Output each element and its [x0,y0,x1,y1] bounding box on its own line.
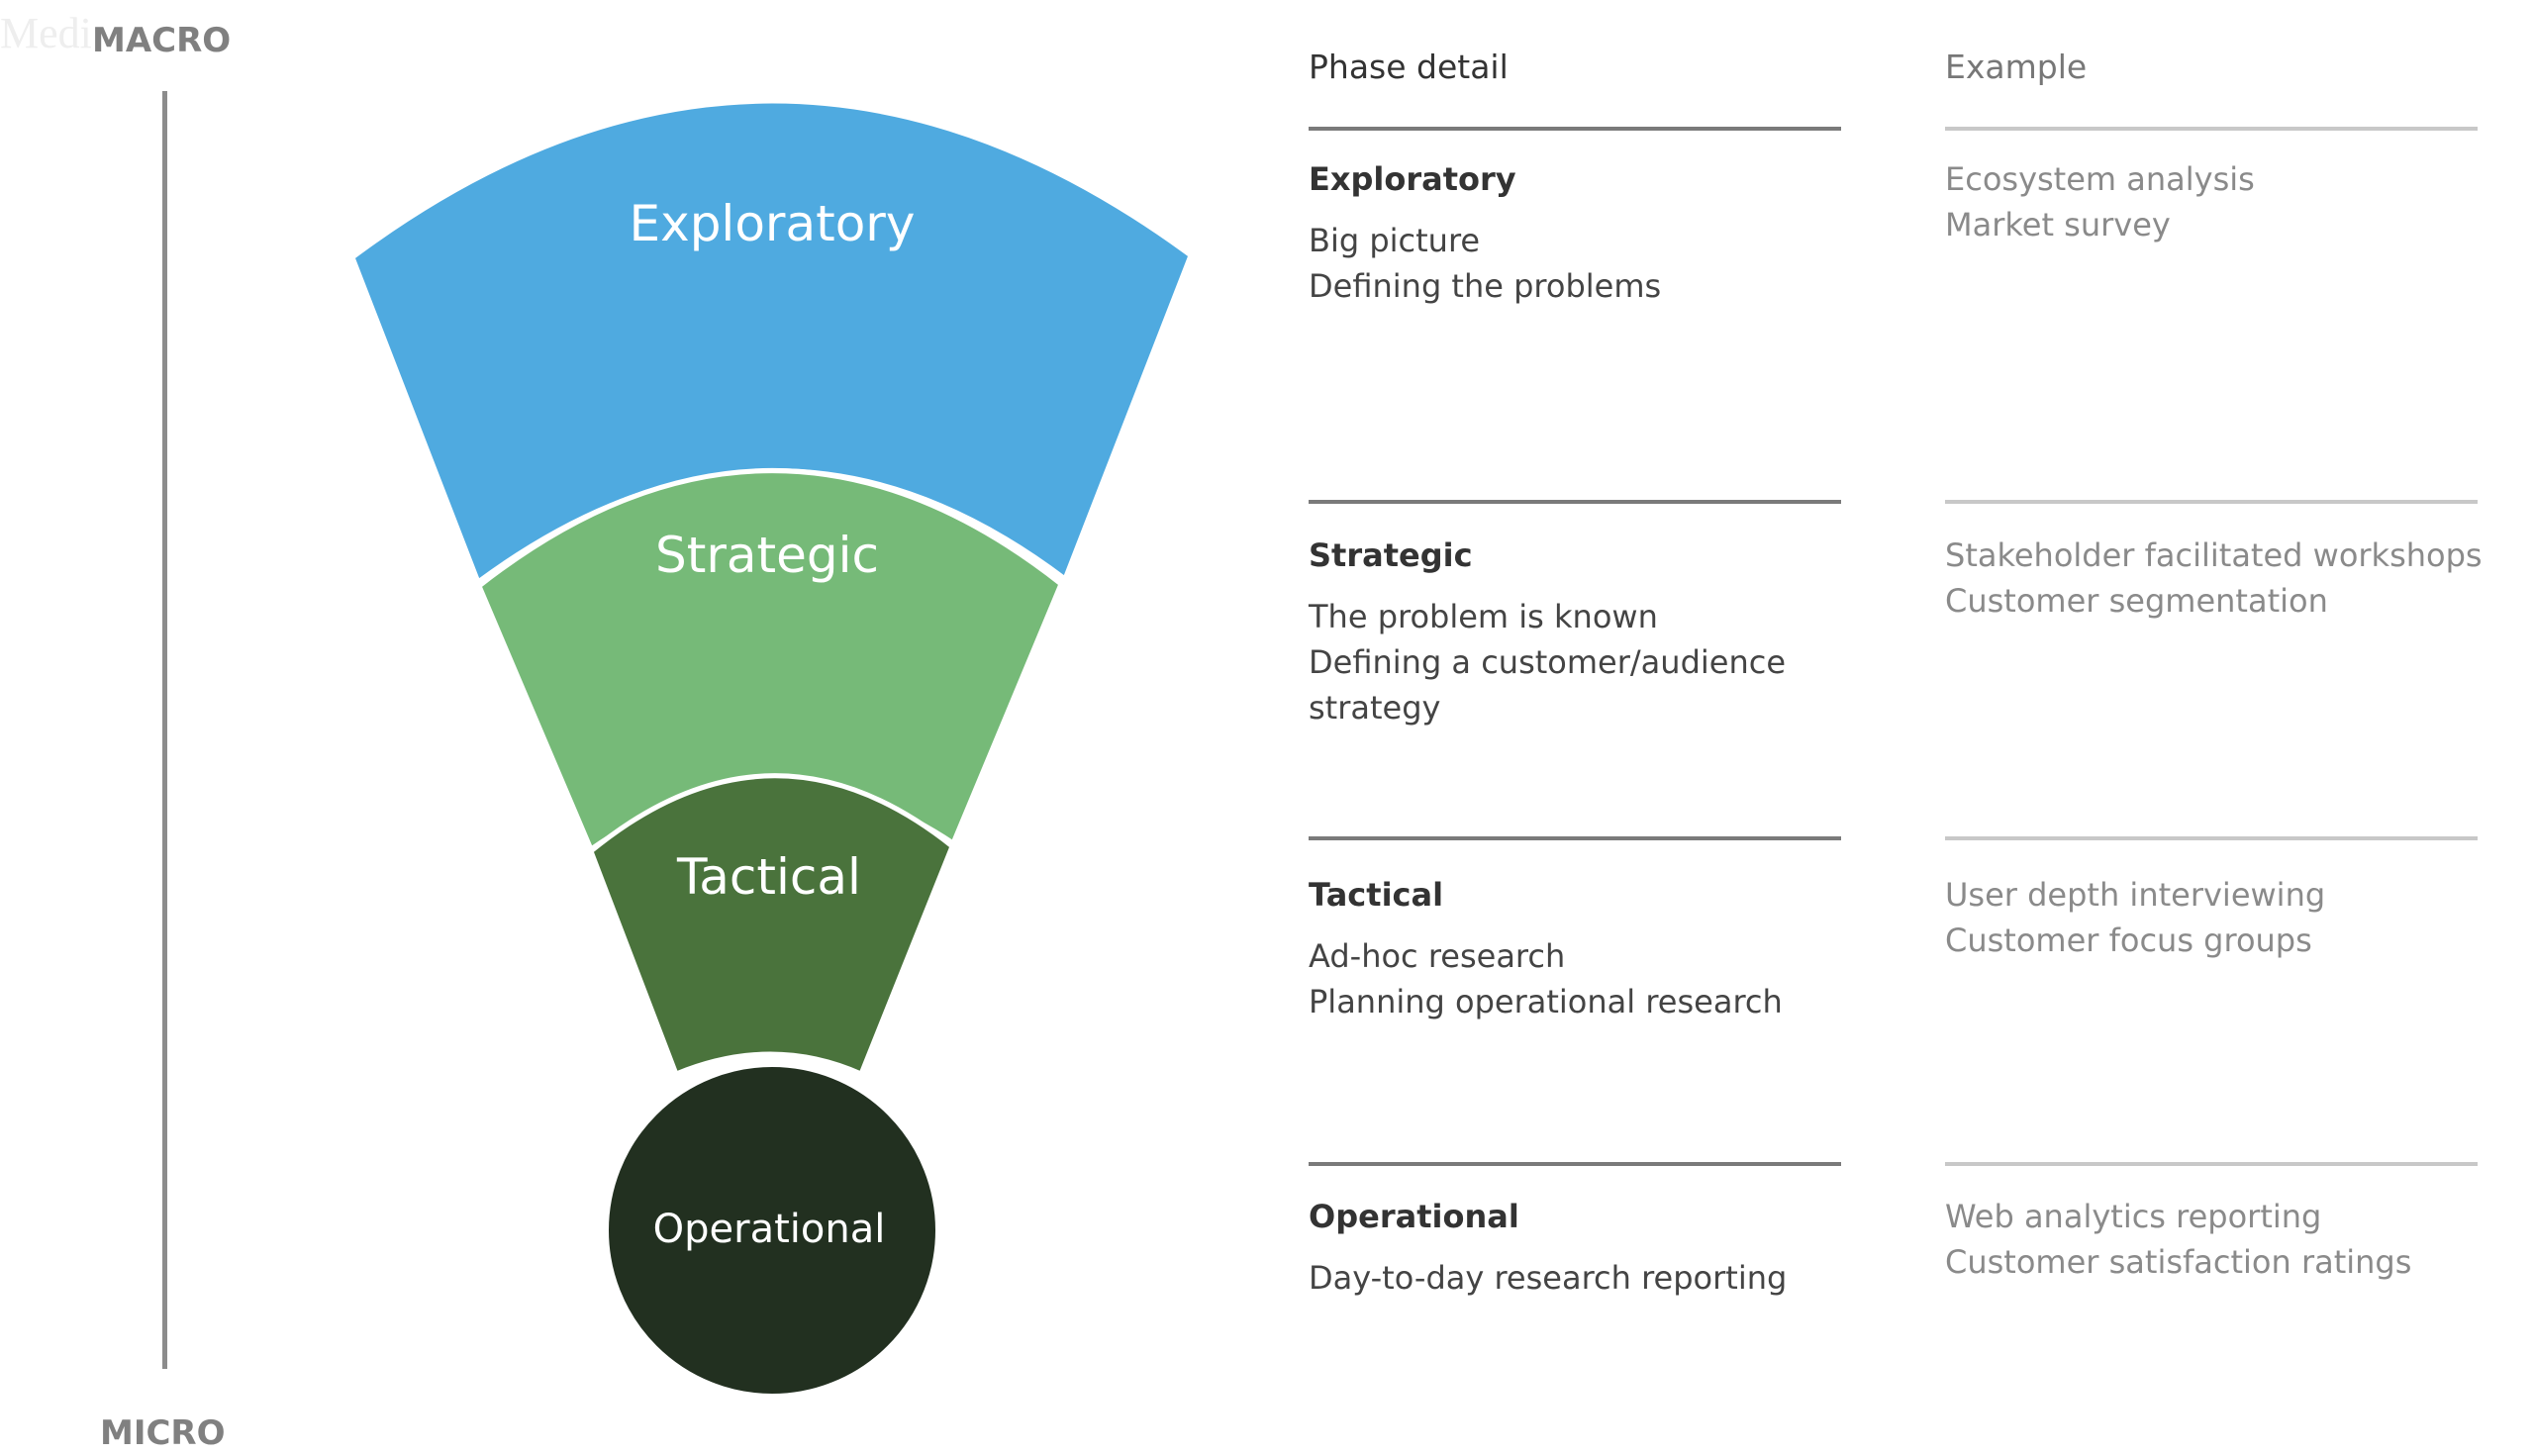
funnel-segment-tactical [588,773,956,1078]
funnel-label-strategic: Strategic [655,527,879,584]
phase-divider [1309,1162,1841,1166]
example-divider [1945,1162,2478,1166]
example-exploratory: Ecosystem analysis Market survey [1945,156,2529,247]
funnel-label-exploratory: Exploratory [630,195,916,252]
example-line: Customer satisfaction ratings [1945,1243,2412,1281]
example-tactical: User depth interviewing Customer focus g… [1945,872,2529,963]
funnel-label-tactical: Tactical [676,848,861,906]
phase-detail-line: Big picture [1309,222,1481,259]
example-line: Stakeholder facilitated workshops [1945,536,2483,574]
micro-label: MICRO [100,1413,226,1453]
example-header: Example [1945,48,2088,86]
example-line: User depth interviewing [1945,876,2326,914]
phase-title: Operational [1309,1198,1519,1235]
example-line: Ecosystem analysis [1945,160,2255,198]
funnel-segment-operational [603,1061,941,1400]
phase-detail-line: Ad-hoc research [1309,937,1566,975]
phase-detail-strategic: Strategic The problem is known Defining … [1309,533,1902,730]
phase-detail-line: Planning operational research [1309,983,1783,1020]
example-strategic: Stakeholder facilitated workshops Custom… [1945,533,2529,624]
phase-divider [1309,127,1841,131]
phase-detail-exploratory: Exploratory Big picture Defining the pro… [1309,156,1902,309]
phase-detail-line: The problem is known [1309,598,1658,635]
phase-detail-line: strategy [1309,689,1441,727]
example-divider [1945,836,2478,840]
phase-detail-line: Defining the problems [1309,267,1662,305]
phase-title: Exploratory [1309,160,1516,198]
example-line: Market survey [1945,206,2171,243]
example-line: Web analytics reporting [1945,1198,2322,1235]
phase-detail-line: Day-to-day research reporting [1309,1259,1788,1297]
watermark: Medi [0,9,92,57]
phase-title: Strategic [1309,536,1473,574]
example-divider [1945,127,2478,131]
phase-detail-operational: Operational Day-to-day research reportin… [1309,1194,1902,1301]
phase-detail-tactical: Tactical Ad-hoc research Planning operat… [1309,872,1902,1024]
macro-micro-axis [162,91,167,1369]
phase-detail-header: Phase detail [1309,48,1509,86]
funnel-label-operational: Operational [653,1207,886,1252]
phase-title: Tactical [1309,876,1444,914]
phase-divider [1309,500,1841,504]
macro-label: MACRO [92,21,232,60]
example-divider [1945,500,2478,504]
phase-detail-line: Defining a customer/audience [1309,643,1787,681]
example-operational: Web analytics reporting Customer satisfa… [1945,1194,2529,1285]
example-line: Customer focus groups [1945,922,2312,959]
example-line: Customer segmentation [1945,582,2328,620]
phase-divider [1309,836,1841,840]
